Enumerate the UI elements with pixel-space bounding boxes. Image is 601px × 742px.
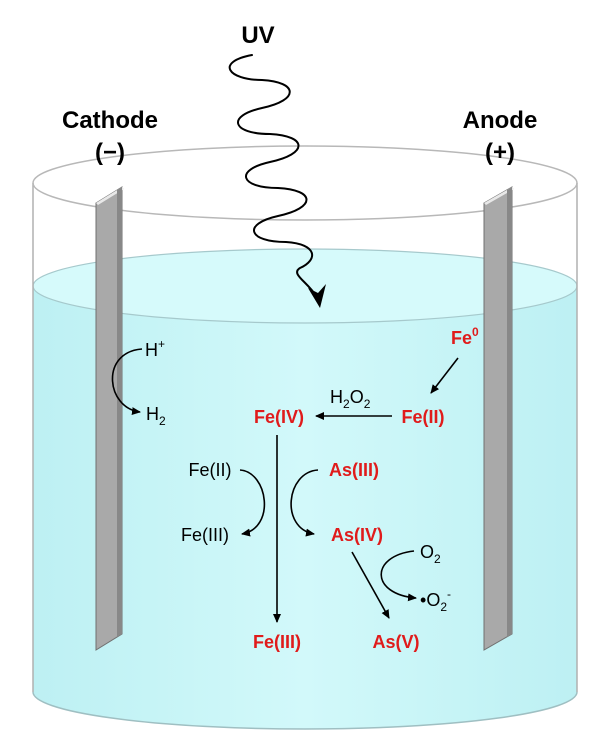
fe-iv-label: Fe(IV) [254, 407, 304, 427]
as-iv-label: As(IV) [331, 525, 383, 545]
cathode-sign: (−) [95, 139, 125, 166]
uv-arrowhead [308, 284, 326, 308]
as-iii-to-as-iv-curve [290, 469, 319, 537]
o2-to-superoxide-curve [380, 550, 417, 602]
uv-wave [228, 54, 317, 297]
water-body [33, 286, 577, 729]
h2o2-label: H2O2 [330, 387, 371, 411]
beaker-front-rim [32, 182, 578, 221]
fe-ii-to-fe-iii-curve [239, 469, 266, 537]
as-iv-to-as-v-arrow [351, 551, 390, 619]
beaker-back-rim [32, 145, 578, 184]
h-plus-to-h2-arrow [111, 348, 143, 416]
anode-sign: (+) [485, 139, 515, 166]
superoxide-label: •O2- [420, 587, 451, 614]
fe-ii-black-label: Fe(II) [189, 460, 232, 480]
beaker-bottom [32, 691, 578, 730]
cathode-label: Cathode [62, 107, 158, 134]
fe-ii-red-label: Fe(II) [402, 407, 445, 427]
cathode-electrode [95, 186, 124, 651]
fe-iii-red-label: Fe(III) [253, 632, 301, 652]
uv-label: UV [241, 22, 274, 49]
fe0-to-fe-ii-arrow [430, 357, 459, 394]
o2-label: O2 [420, 542, 441, 566]
fe-iii-black-label: Fe(III) [181, 525, 229, 545]
as-v-label: As(V) [372, 632, 419, 652]
beaker [32, 145, 578, 730]
h2-label: H2 [146, 404, 166, 428]
as-iii-label: As(III) [329, 460, 379, 480]
h-plus-label: H+ [145, 337, 165, 360]
anode-label: Anode [463, 107, 538, 134]
fe0-label: Fe0 [451, 325, 479, 348]
anode-electrode [483, 186, 514, 651]
